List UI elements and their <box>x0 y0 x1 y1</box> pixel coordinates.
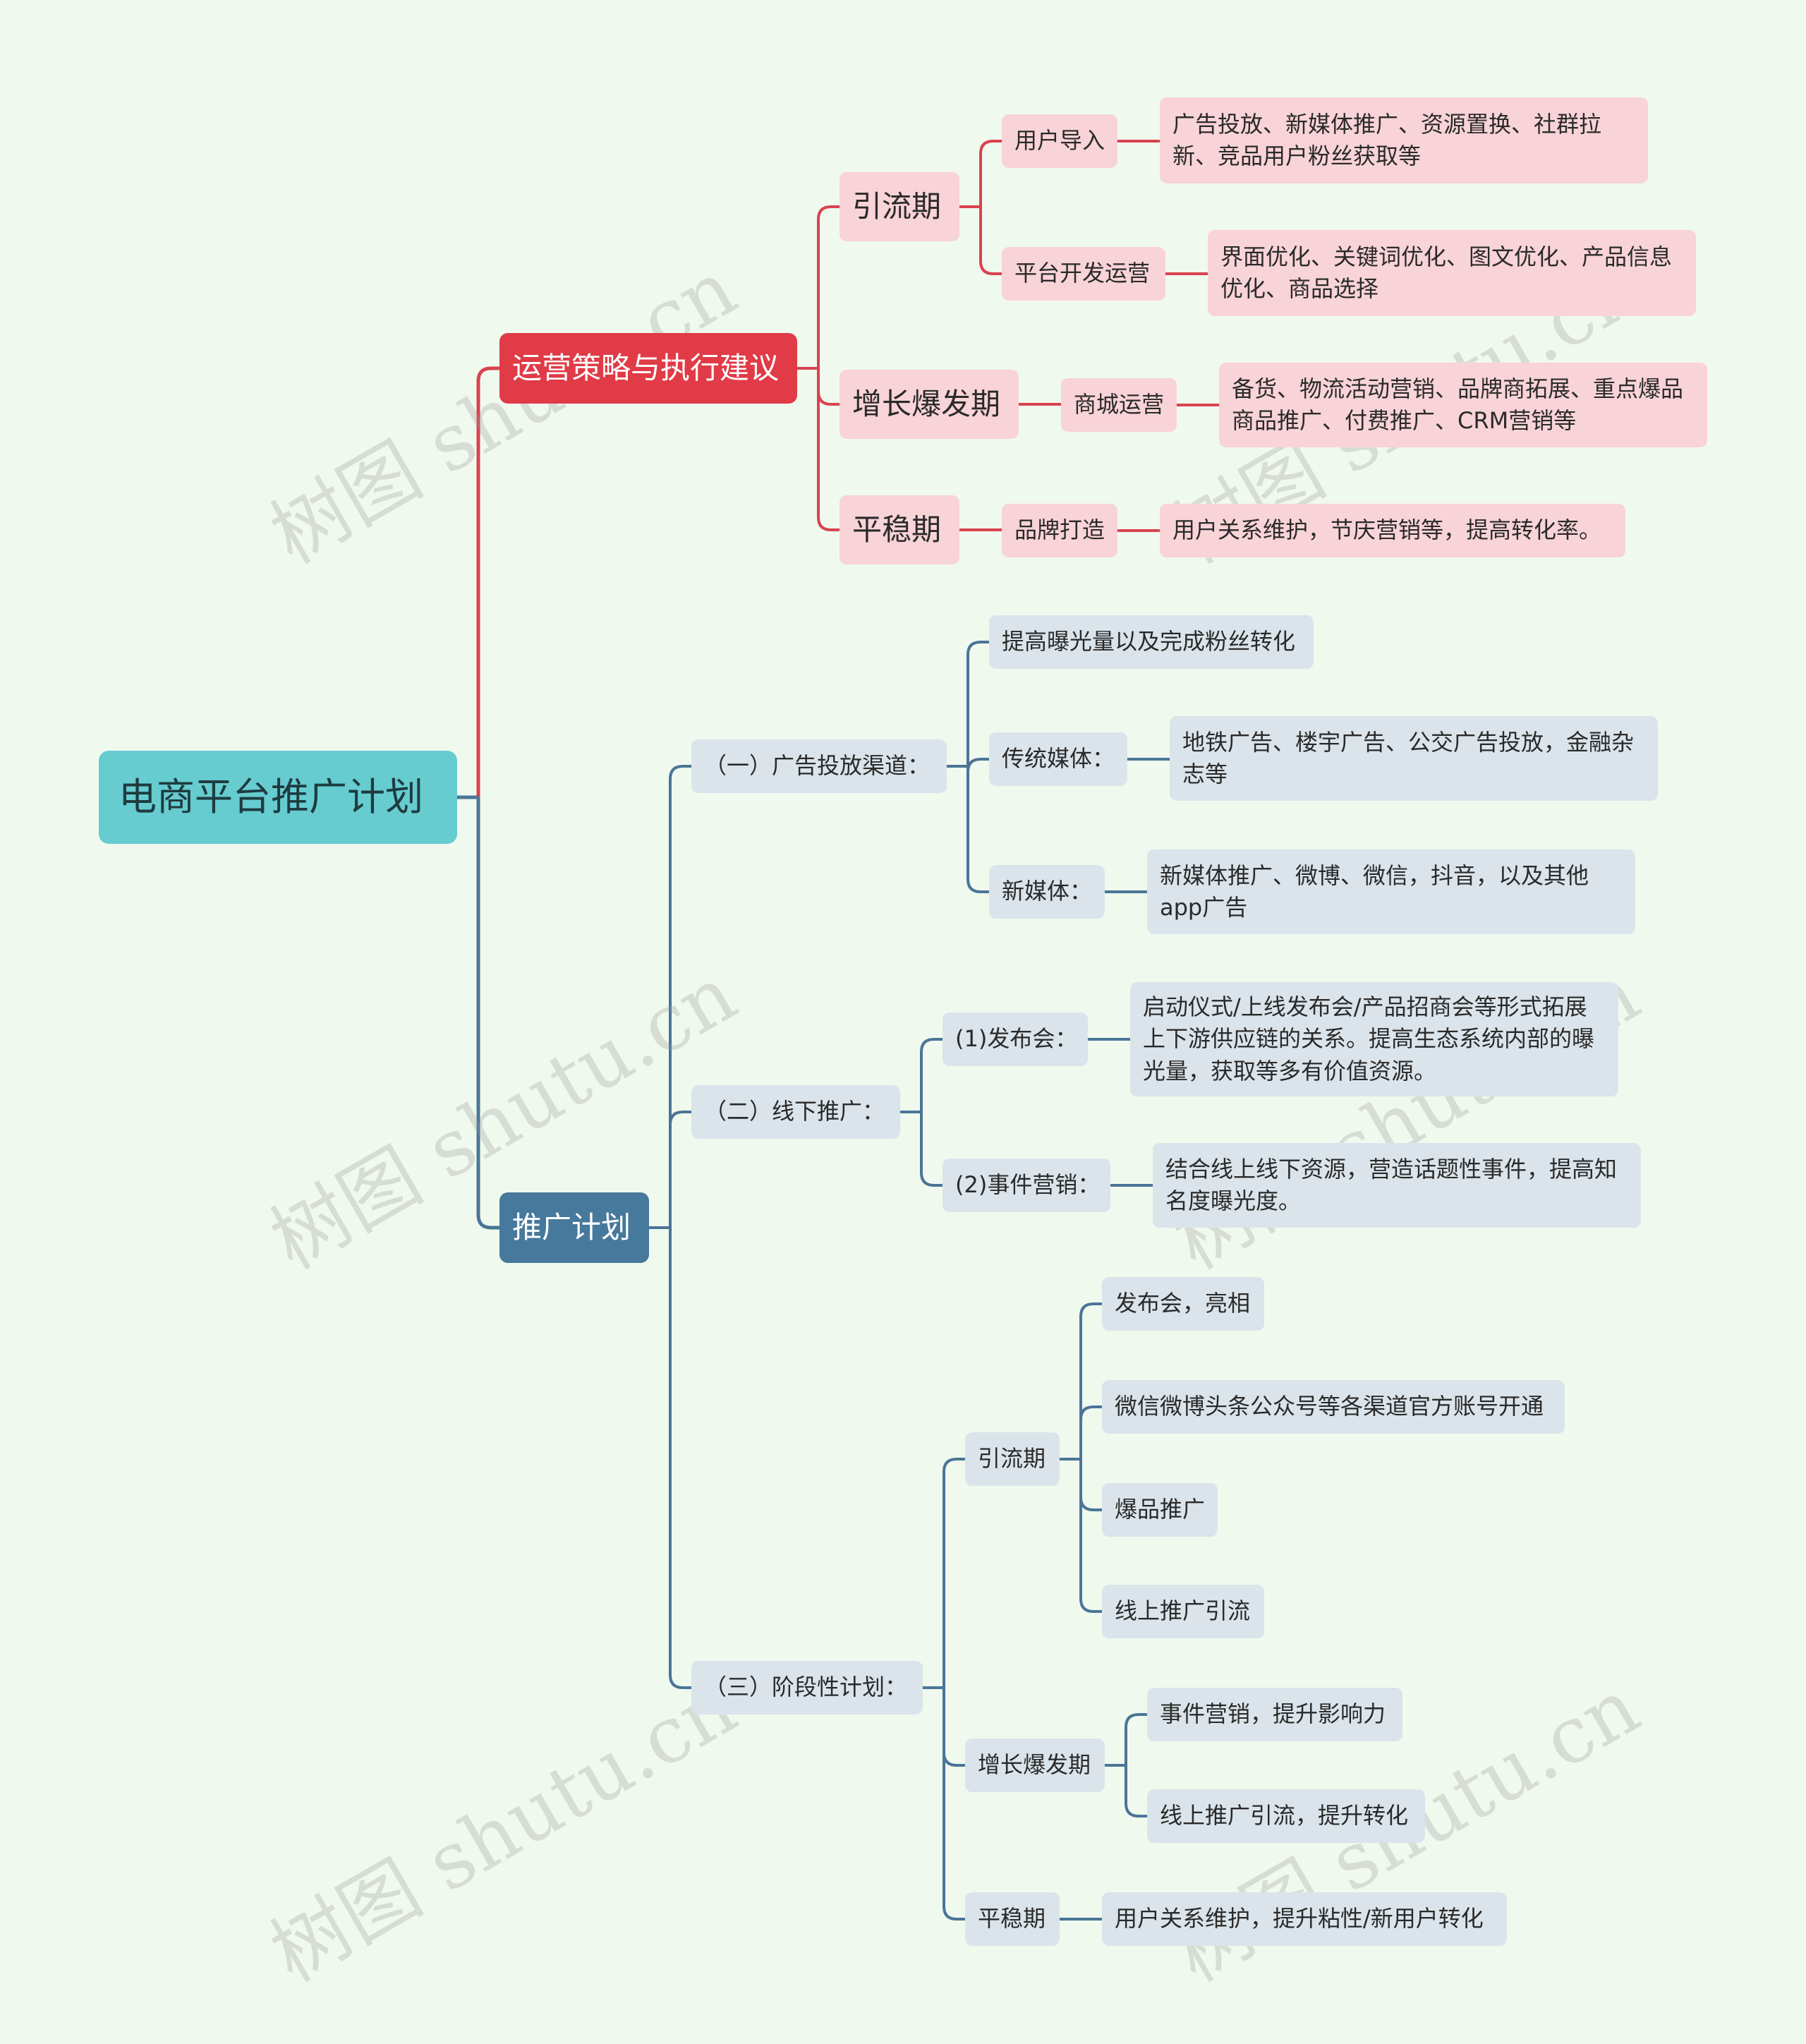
user-acquisition-detail[interactable]: 广告投放、新媒体推广、资源置换、社群拉新、竞品用户粉丝获取等 <box>1160 97 1648 183</box>
phase-traffic-item[interactable]: 爆品推广 <box>1102 1483 1218 1537</box>
phase-traffic-item[interactable]: 发布会，亮相 <box>1102 1277 1264 1331</box>
phase-traffic-item[interactable]: 线上推广引流 <box>1102 1585 1264 1638</box>
brand-building-detail[interactable]: 用户关系维护，节庆营销等，提高转化率。 <box>1160 504 1625 557</box>
launch-event-detail[interactable]: 启动仪式/上线发布会/产品招商会等形式拓展上下游供应链的关系。提高生态系统内部的… <box>1130 982 1618 1096</box>
offline-promo-node[interactable]: （二）线下推广： <box>691 1085 900 1139</box>
connector-promo <box>649 765 691 1689</box>
launch-event-node[interactable]: (1)发布会： <box>943 1012 1088 1066</box>
phase-growth-node[interactable]: 增长爆发期 <box>965 1738 1105 1792</box>
event-marketing-node[interactable]: (2)事件营销： <box>943 1159 1110 1212</box>
mall-ops-detail[interactable]: 备货、物流活动营销、品牌商拓展、重点爆品商品推广、付费推广、CRM营销等 <box>1219 363 1707 447</box>
event-marketing-detail[interactable]: 结合线上线下资源，营造话题性事件，提高知名度曝光度。 <box>1153 1143 1641 1228</box>
root-topic[interactable]: 电商平台推广计划 <box>99 751 457 844</box>
user-acquisition-node[interactable]: 用户导入 <box>1002 114 1117 168</box>
connector-ops-s1 <box>959 140 1002 275</box>
connector-ph-p1 <box>1060 1302 1102 1613</box>
connector-ph-p2 <box>1105 1713 1147 1818</box>
phase-traffic-item[interactable]: 微信微博头条公众号等各渠道官方账号开通 <box>1102 1380 1565 1434</box>
traditional-media-node[interactable]: 传统媒体： <box>989 732 1127 786</box>
phase-stable-node[interactable]: 平稳期 <box>965 1892 1060 1946</box>
new-media-detail[interactable]: 新媒体推广、微博、微信，抖音，以及其他app广告 <box>1147 849 1635 934</box>
connector-root <box>457 795 499 1230</box>
connector-ops <box>797 205 840 531</box>
branch-ops-strategy[interactable]: 运营策略与执行建议 <box>499 333 797 404</box>
connector-off <box>900 1038 943 1187</box>
traditional-media-detail[interactable]: 地铁广告、楼宇广告、公交广告投放，金融杂志等 <box>1170 716 1658 801</box>
platform-ops-node[interactable]: 平台开发运营 <box>1002 247 1165 301</box>
mall-ops-node[interactable]: 商城运营 <box>1061 378 1177 432</box>
ad-channels-node[interactable]: （一）广告投放渠道： <box>691 739 947 793</box>
connector-ph <box>923 1458 965 1921</box>
stage-traffic-topic[interactable]: 引流期 <box>840 172 959 241</box>
phase-traffic-node[interactable]: 引流期 <box>965 1432 1060 1486</box>
exposure-goal-node[interactable]: 提高曝光量以及完成粉丝转化 <box>989 615 1314 669</box>
stage-stable-topic[interactable]: 平稳期 <box>840 495 959 564</box>
stage-growth-topic[interactable]: 增长爆发期 <box>840 370 1019 439</box>
connector-root <box>457 366 499 799</box>
phase-plan-node[interactable]: （三）阶段性计划： <box>691 1661 923 1715</box>
brand-building-node[interactable]: 品牌打造 <box>1002 504 1117 557</box>
phase-growth-item[interactable]: 事件营销，提升影响力 <box>1147 1688 1402 1741</box>
phase-growth-item[interactable]: 线上推广引流，提升转化 <box>1147 1789 1425 1843</box>
platform-ops-detail[interactable]: 界面优化、关键词优化、图文优化、产品信息优化、商品选择 <box>1208 230 1696 316</box>
new-media-node[interactable]: 新媒体： <box>989 865 1105 919</box>
phase-stable-item[interactable]: 用户关系维护，提升粘性/新用户转化 <box>1102 1892 1507 1946</box>
connector-ads <box>947 641 989 893</box>
branch-promotion-plan[interactable]: 推广计划 <box>499 1192 649 1263</box>
